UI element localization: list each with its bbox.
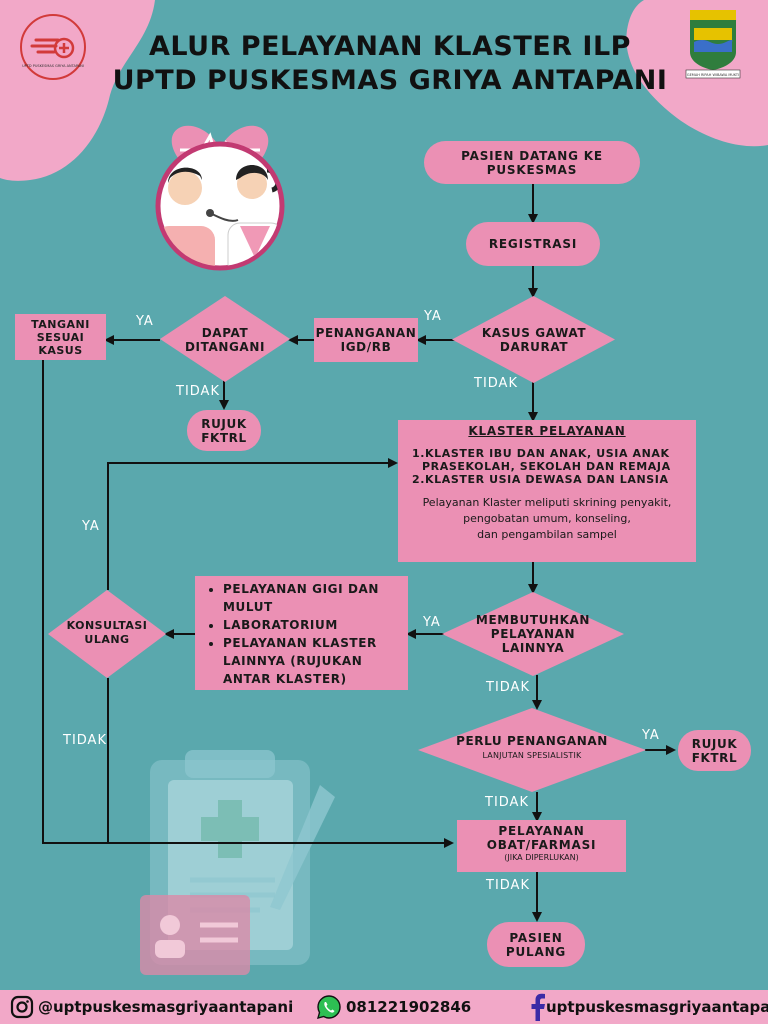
other-services-label: MEMBUTUHKAN PELAYANAN LAINNYA — [475, 613, 591, 655]
pharmacy-label-2: OBAT/FARMASI — [486, 838, 597, 852]
facebook-icon[interactable] — [528, 993, 548, 1021]
cluster-note-3: dan pengambilan sampel — [477, 528, 617, 541]
start-node: PASIEN DATANG KE PUSKESMAS — [424, 141, 640, 184]
cluster-note-2: pengobatan umum, konseling, — [463, 512, 631, 525]
cluster-item-1b: PRASEKOLAH, SEKOLAH DAN REMAJA — [422, 460, 671, 473]
label-ya-reconsult: YA — [82, 519, 100, 534]
footer-bar — [0, 990, 768, 1024]
cluster-item-2: 2.KLASTER USIA DEWASA DAN LANSIA — [412, 473, 669, 486]
refer-label-1: RUJUK FKTRL — [201, 416, 247, 445]
label-tidak-reconsult: TIDAK — [63, 733, 107, 748]
page-title: ALUR PELAYANAN KLASTER ILP UPTD PUSKESMA… — [90, 30, 690, 98]
reconsult-label: KONSULTASI ULANG — [66, 619, 148, 646]
right-logo-caption: GEMAH RIPAH WIBAWA MUKTI — [687, 73, 739, 77]
doctor-patient-illustration-icon — [155, 125, 285, 271]
handled-label: TANGANI SESUAI KASUS — [31, 317, 90, 357]
service-item: LABORATORIUM — [223, 616, 400, 634]
cluster-item-1a: 1.KLASTER IBU DAN ANAK, USIA ANAK — [412, 447, 670, 460]
label-tidak-can-handle: TIDAK — [176, 384, 220, 399]
reconsult-decision — [48, 590, 166, 678]
service-item: PELAYANAN KLASTER LAINNYA (RUJUKAN ANTAR… — [223, 634, 400, 688]
refer-label-2: RUJUK FKTRL — [691, 736, 738, 765]
facebook-handle[interactable]: uptpuskesmasgriyaantapani — [546, 998, 768, 1016]
cluster-title: KLASTER PELAYANAN — [468, 424, 626, 438]
refer-node-2: RUJUK FKTRL — [678, 730, 751, 771]
specialist-sub: LANJUTAN SPESIALISTIK — [482, 751, 582, 760]
cluster-node: KLASTER PELAYANAN 1.KLASTER IBU DAN ANAK… — [398, 420, 696, 562]
pharmacy-node: PELAYANAN OBAT/FARMASI (JIKA DIPERLUKAN) — [457, 820, 626, 872]
clipboard-illustration-icon — [140, 750, 335, 975]
label-ya-can-handle: YA — [136, 314, 154, 329]
end-node: PASIEN PULANG — [487, 922, 585, 967]
title-line-2: UPTD PUSKESMAS GRIYA ANTAPANI — [112, 65, 668, 96]
specialist-label: PERLU PENANGANAN — [456, 734, 608, 748]
left-logo-caption: UPTD PUSKESMAS GRIYA ANTAPANI — [22, 64, 84, 68]
end-label: PASIEN PULANG — [505, 930, 567, 959]
label-ya-specialist: YA — [642, 728, 660, 743]
refer-node-1: RUJUK FKTRL — [187, 410, 261, 451]
registration-node: REGISTRASI — [466, 222, 600, 266]
label-tidak-emergency: TIDAK — [474, 376, 518, 391]
label-ya-emergency: YA — [424, 309, 442, 324]
label-tidak-specialist: TIDAK — [485, 795, 529, 810]
instagram-handle[interactable]: @uptpuskesmasgriyaantapani — [38, 998, 294, 1016]
registration-label: REGISTRASI — [488, 237, 578, 251]
puskesmas-logo-icon: UPTD PUSKESMAS GRIYA ANTAPANI — [18, 12, 88, 82]
whatsapp-icon[interactable] — [316, 994, 342, 1020]
services-list-node: PELAYANAN GIGI DAN MULUT LABORATORIUM PE… — [195, 576, 408, 690]
city-crest-icon: GEMAH RIPAH WIBAWA MUKTI — [684, 8, 742, 80]
other-services-decision — [442, 592, 624, 676]
phone-number[interactable]: 081221902846 — [346, 998, 472, 1016]
service-item: PELAYANAN GIGI DAN MULUT — [223, 580, 400, 616]
specialist-label-wrap: PERLU PENANGANAN LANJUTAN SPESIALISTIK — [450, 734, 614, 760]
pharmacy-note: (JIKA DIPERLUKAN) — [504, 853, 579, 862]
handled-node: TANGANI SESUAI KASUS — [15, 314, 106, 360]
start-label: PASIEN DATANG KE PUSKESMAS — [461, 148, 603, 177]
label-ya-other-services: YA — [423, 615, 441, 630]
services-list: PELAYANAN GIGI DAN MULUT LABORATORIUM PE… — [205, 580, 400, 688]
label-tidak-other-services: TIDAK — [486, 680, 530, 695]
instagram-icon[interactable] — [10, 995, 34, 1019]
pharmacy-label-1: PELAYANAN — [498, 824, 585, 838]
specialist-decision — [418, 708, 646, 792]
igd-label: PENANGANAN IGD/RB — [315, 326, 417, 354]
emergency-label: KASUS GAWAT DARURAT — [481, 326, 587, 354]
can-handle-decision — [160, 296, 290, 382]
emergency-decision — [452, 296, 615, 383]
cluster-note-1: Pelayanan Klaster meliputi skrining peny… — [422, 496, 672, 509]
title-line-1: ALUR PELAYANAN KLASTER ILP — [149, 31, 631, 62]
igd-node: PENANGANAN IGD/RB — [314, 318, 418, 362]
can-handle-label: DAPAT DITANGANI — [184, 326, 266, 354]
label-tidak-pharmacy: TIDAK — [486, 878, 530, 893]
